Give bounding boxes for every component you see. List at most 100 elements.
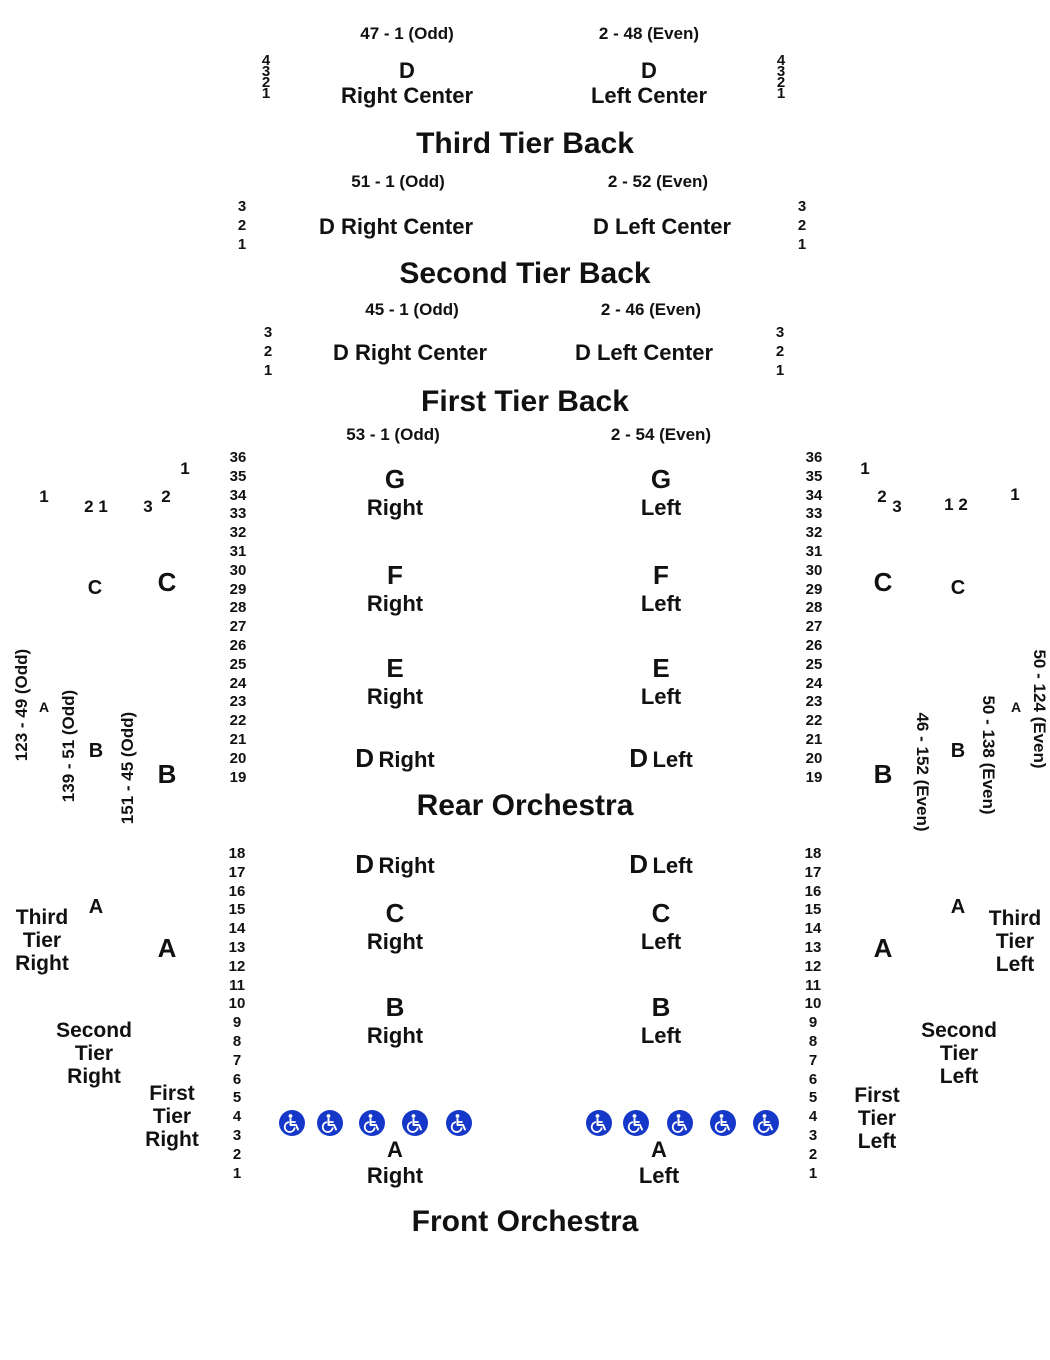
wheelchair-icon [710,1110,736,1136]
wheelchair-icon [446,1110,472,1136]
section-side: Right [378,853,435,878]
row-number: 1 [775,361,785,379]
label-line: Third [988,907,1042,930]
row-number: 11 [805,976,821,994]
wheelchair-icon [402,1110,428,1136]
row-number: 14 [228,920,246,938]
row-number: 21 [229,730,247,748]
label-line: Tier [995,930,1035,953]
row-number: 17 [228,863,246,881]
row-number: 6 [232,1070,242,1088]
second-tier-back-title: Second Tier Back [399,257,651,290]
row-number: 14 [804,920,822,938]
section-letter: G [650,464,672,494]
row-number: 36 [805,449,823,466]
row-number: 16 [804,882,822,900]
row-number: 2 [261,74,271,91]
section-b-right: B Right [367,994,423,1047]
box-seat-number: 1 2 [944,495,968,514]
box-seat-number: 2 1 [84,497,108,516]
section-a-left: A Left [639,1138,679,1187]
section-side: Left [640,1023,682,1048]
wheelchair-icon [317,1110,343,1136]
label-line: First [854,1084,900,1107]
first-tier-left-section: D Left Center [574,340,714,365]
wheelchair-icon [359,1110,385,1136]
row-number: 28 [229,599,247,617]
rear-orchestra-title: Rear Orchestra [416,789,634,822]
row-number: 27 [229,618,247,636]
label-line: Tier [939,1042,979,1065]
section-g-left: G Left [640,464,682,520]
section-side: Left [640,495,682,520]
second-tier-right-range: 139 - 51 (Odd) [59,689,78,803]
section-e-right: E Right [367,653,423,708]
row-number: 23 [229,693,247,711]
section-side: Left [638,1163,680,1188]
row-number: 32 [229,524,247,542]
row-number: 15 [228,901,246,919]
first-tier-back-title: First Tier Back [421,385,629,418]
box-letter-c-second: C [950,577,966,599]
label-line: Left [939,1065,979,1088]
section-c-left: C Left [641,900,681,953]
section-letter: B [651,992,671,1022]
section-d-left-rear: D Left [629,745,693,771]
section-letter: F [653,560,669,590]
row-number: 1 [232,1164,242,1182]
row-number: 2 [808,1145,818,1163]
row-number: 1 [808,1164,818,1182]
label-line: Second [921,1019,997,1042]
second-tier-odd-range: 51 - 1 (Odd) [351,172,445,191]
section-side: Right [366,929,424,954]
row-number: 18 [228,845,246,862]
section-letter: F [387,560,403,590]
row-number: 19 [229,768,247,786]
row-number: 33 [229,505,247,523]
second-tier-left-range: 50 - 138 (Even) [979,695,998,815]
section-d-left-front: D Left [629,851,693,877]
row-number: 4 [261,52,271,69]
third-tier-right-range: 123 - 49 (Odd) [12,648,31,762]
section-f-left: F Left [641,560,681,615]
second-tier-left-label: Second Tier Left [921,1019,997,1088]
section-b-left: B Left [640,992,682,1048]
row-number: 30 [805,561,823,579]
section-a-right: A Right [367,1138,423,1187]
label-line: Tier [857,1107,897,1130]
row-number: 16 [228,882,246,900]
box-seat-number: 1 [1010,485,1020,504]
row-number: 26 [805,636,823,654]
section-letter: C [385,898,405,928]
section-letter: D [355,743,375,773]
second-tier-even-range: 2 - 52 (Even) [607,172,709,191]
row-number: 2 [797,216,807,234]
wheelchair-icon [623,1110,649,1136]
first-tier-odd-range: 45 - 1 (Odd) [365,300,459,319]
row-number: 34 [805,486,823,504]
third-tier-even-range: 2 - 48 (Even) [598,24,700,43]
row-number: 30 [229,561,247,579]
row-number: 4 [808,1108,818,1126]
box-seat-number: 1 [860,459,870,478]
box-letter-a-second: A [88,896,104,918]
section-e-left: E Left [641,655,681,708]
first-tier-right-range: 151 - 45 (Odd) [118,711,137,825]
third-tier-left-range: 50 - 124 (Even) [1030,649,1049,769]
section-letter: E [386,653,404,683]
row-number: 3 [261,63,271,80]
section-letter: D [355,849,375,879]
section-side: Right [378,747,435,772]
row-number: 21 [805,730,823,748]
row-number: 1 [237,235,247,253]
row-number: 25 [229,655,247,673]
label-line: First [149,1082,195,1105]
label-line: Right [15,952,69,975]
row-number: 3 [808,1126,818,1144]
box-letter-a-third: A [1010,699,1022,715]
row-number: 7 [808,1051,818,1069]
row-number: 1 [776,85,786,102]
box-letter-c-first: C [157,567,177,597]
